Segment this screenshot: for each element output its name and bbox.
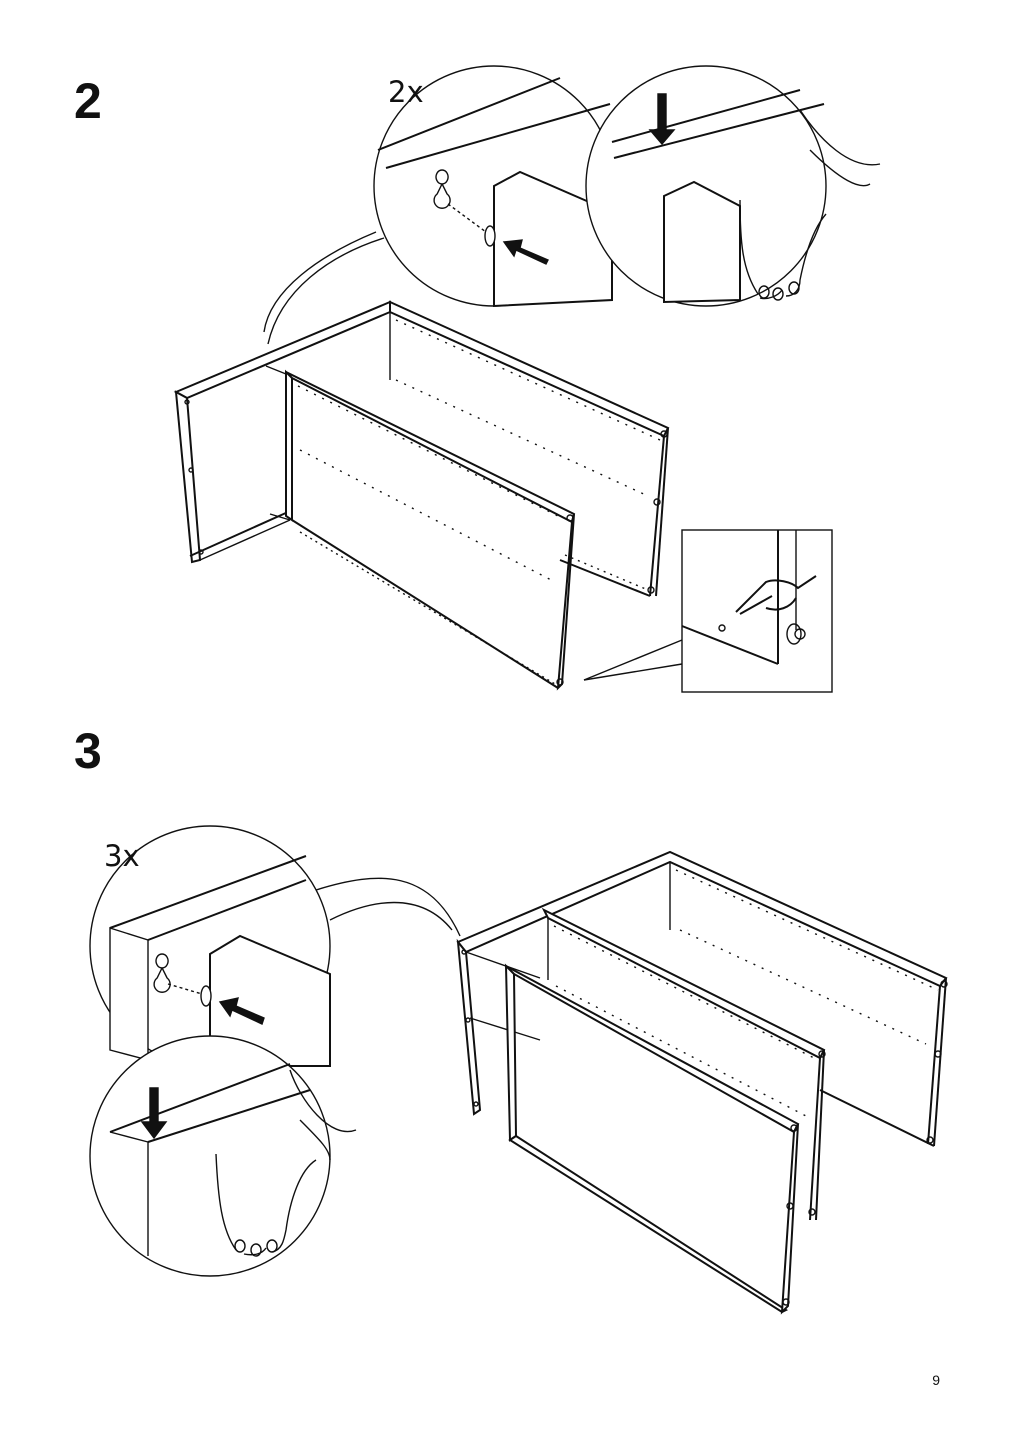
front-panel — [265, 365, 576, 691]
press-down-arrow-icon — [140, 1087, 168, 1140]
detail-box-finger-press — [583, 529, 833, 693]
quantity-label: 2x — [388, 75, 424, 109]
push-arrow-icon — [502, 239, 549, 265]
finger-press-icon — [735, 575, 817, 615]
detail-circle-press — [585, 65, 881, 307]
magnified-keyhole-icon — [433, 169, 451, 209]
quantity-label: 3x — [104, 839, 140, 873]
middle-panel — [541, 907, 826, 1221]
detail-circle-press-3 — [89, 1035, 357, 1277]
step2-illustration — [173, 65, 881, 693]
back-panel — [389, 300, 670, 597]
step-number: 2 — [74, 73, 102, 129]
magnified-keyhole-icon — [153, 953, 171, 993]
front-panel-3 — [504, 963, 800, 1315]
page-number: 9 — [932, 1372, 940, 1388]
end-panel — [173, 300, 391, 564]
hand-icon — [215, 1069, 357, 1257]
hand-icon — [739, 109, 881, 301]
detail-circle-keyhole — [263, 65, 615, 345]
press-down-arrow-icon — [648, 93, 676, 146]
step-number: 3 — [74, 723, 102, 779]
carcass — [456, 850, 948, 1147]
push-arrow-icon — [218, 997, 265, 1025]
